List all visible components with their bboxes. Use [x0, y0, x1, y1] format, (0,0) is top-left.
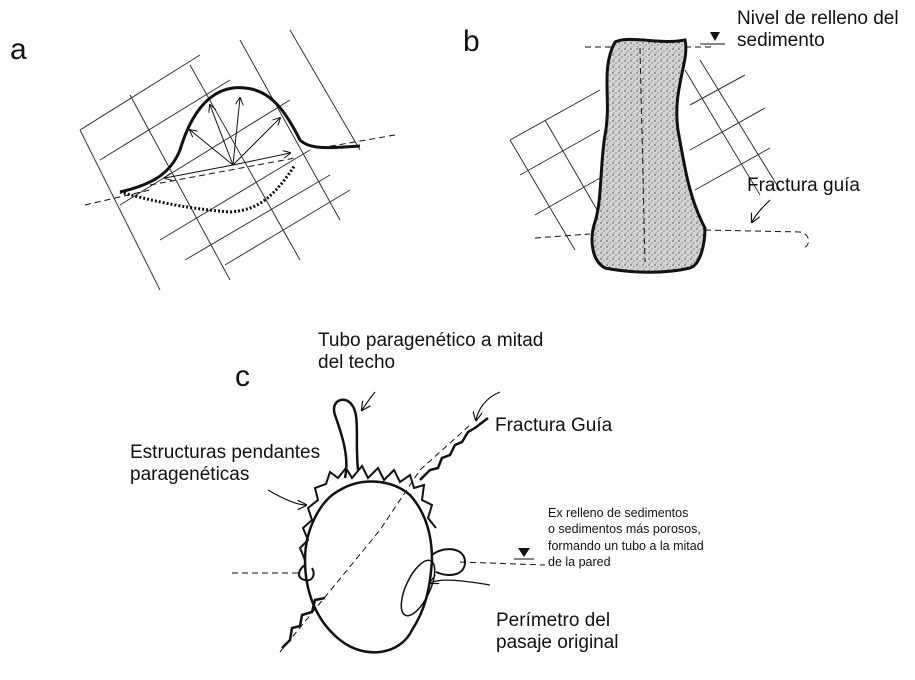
fill-level-label: Nivel de relleno del sedimento: [737, 8, 899, 52]
water-level-triangle-icon: [518, 548, 530, 557]
former-fill-label-line3: formando un tubo a la mitad: [548, 538, 704, 554]
former-fill-label: Ex relleno de sedimentos o sedimentos má…: [548, 505, 704, 570]
former-fill-label-line1: Ex relleno de sedimentos: [548, 505, 704, 521]
panel-a-bedding-grid: [80, 30, 360, 290]
original-perimeter-label-line2: pasaje original: [496, 632, 619, 654]
original-perimeter-label: Perímetro del pasaje original: [496, 610, 619, 654]
panel-a-conduit-outline: [120, 88, 360, 192]
panel-c-passage-outline: [305, 482, 432, 653]
pendants-label-line2: paragenéticas: [130, 464, 320, 486]
guide-fracture-label-b: Fractura guía: [747, 175, 860, 197]
water-level-triangle-icon: [710, 32, 720, 41]
guide-fracture-label-c: Fractura Guía: [495, 415, 612, 437]
pendants-label: Estructuras pendantes paragenéticas: [130, 442, 320, 486]
roof-tube-label-line1: Tubo paragenético a mitad: [318, 330, 543, 352]
fill-level-label-line1: Nivel de relleno del: [737, 8, 899, 30]
panel-c-roof-tube: [334, 400, 358, 478]
panel-a-drawing: [80, 30, 395, 290]
roof-tube-label-line2: del techo: [318, 352, 543, 374]
panel-a-letter: a: [10, 33, 27, 68]
former-fill-label-line4: de la pared: [548, 554, 704, 570]
pendants-label-line1: Estructuras pendantes: [130, 442, 320, 464]
roof-tube-label: Tubo paragenético a mitad del techo: [318, 330, 543, 374]
panel-b-letter: b: [463, 25, 480, 60]
panel-c-original-perimeter: [394, 556, 441, 621]
fill-level-label-line2: sedimento: [737, 30, 899, 52]
panel-b-drawing: [510, 32, 809, 272]
original-perimeter-label-line1: Perímetro del: [496, 610, 619, 632]
panel-c-letter: c: [235, 360, 250, 395]
former-fill-label-line2: o sedimentos más porosos,: [548, 521, 704, 537]
panel-c-pendants: [300, 466, 436, 560]
